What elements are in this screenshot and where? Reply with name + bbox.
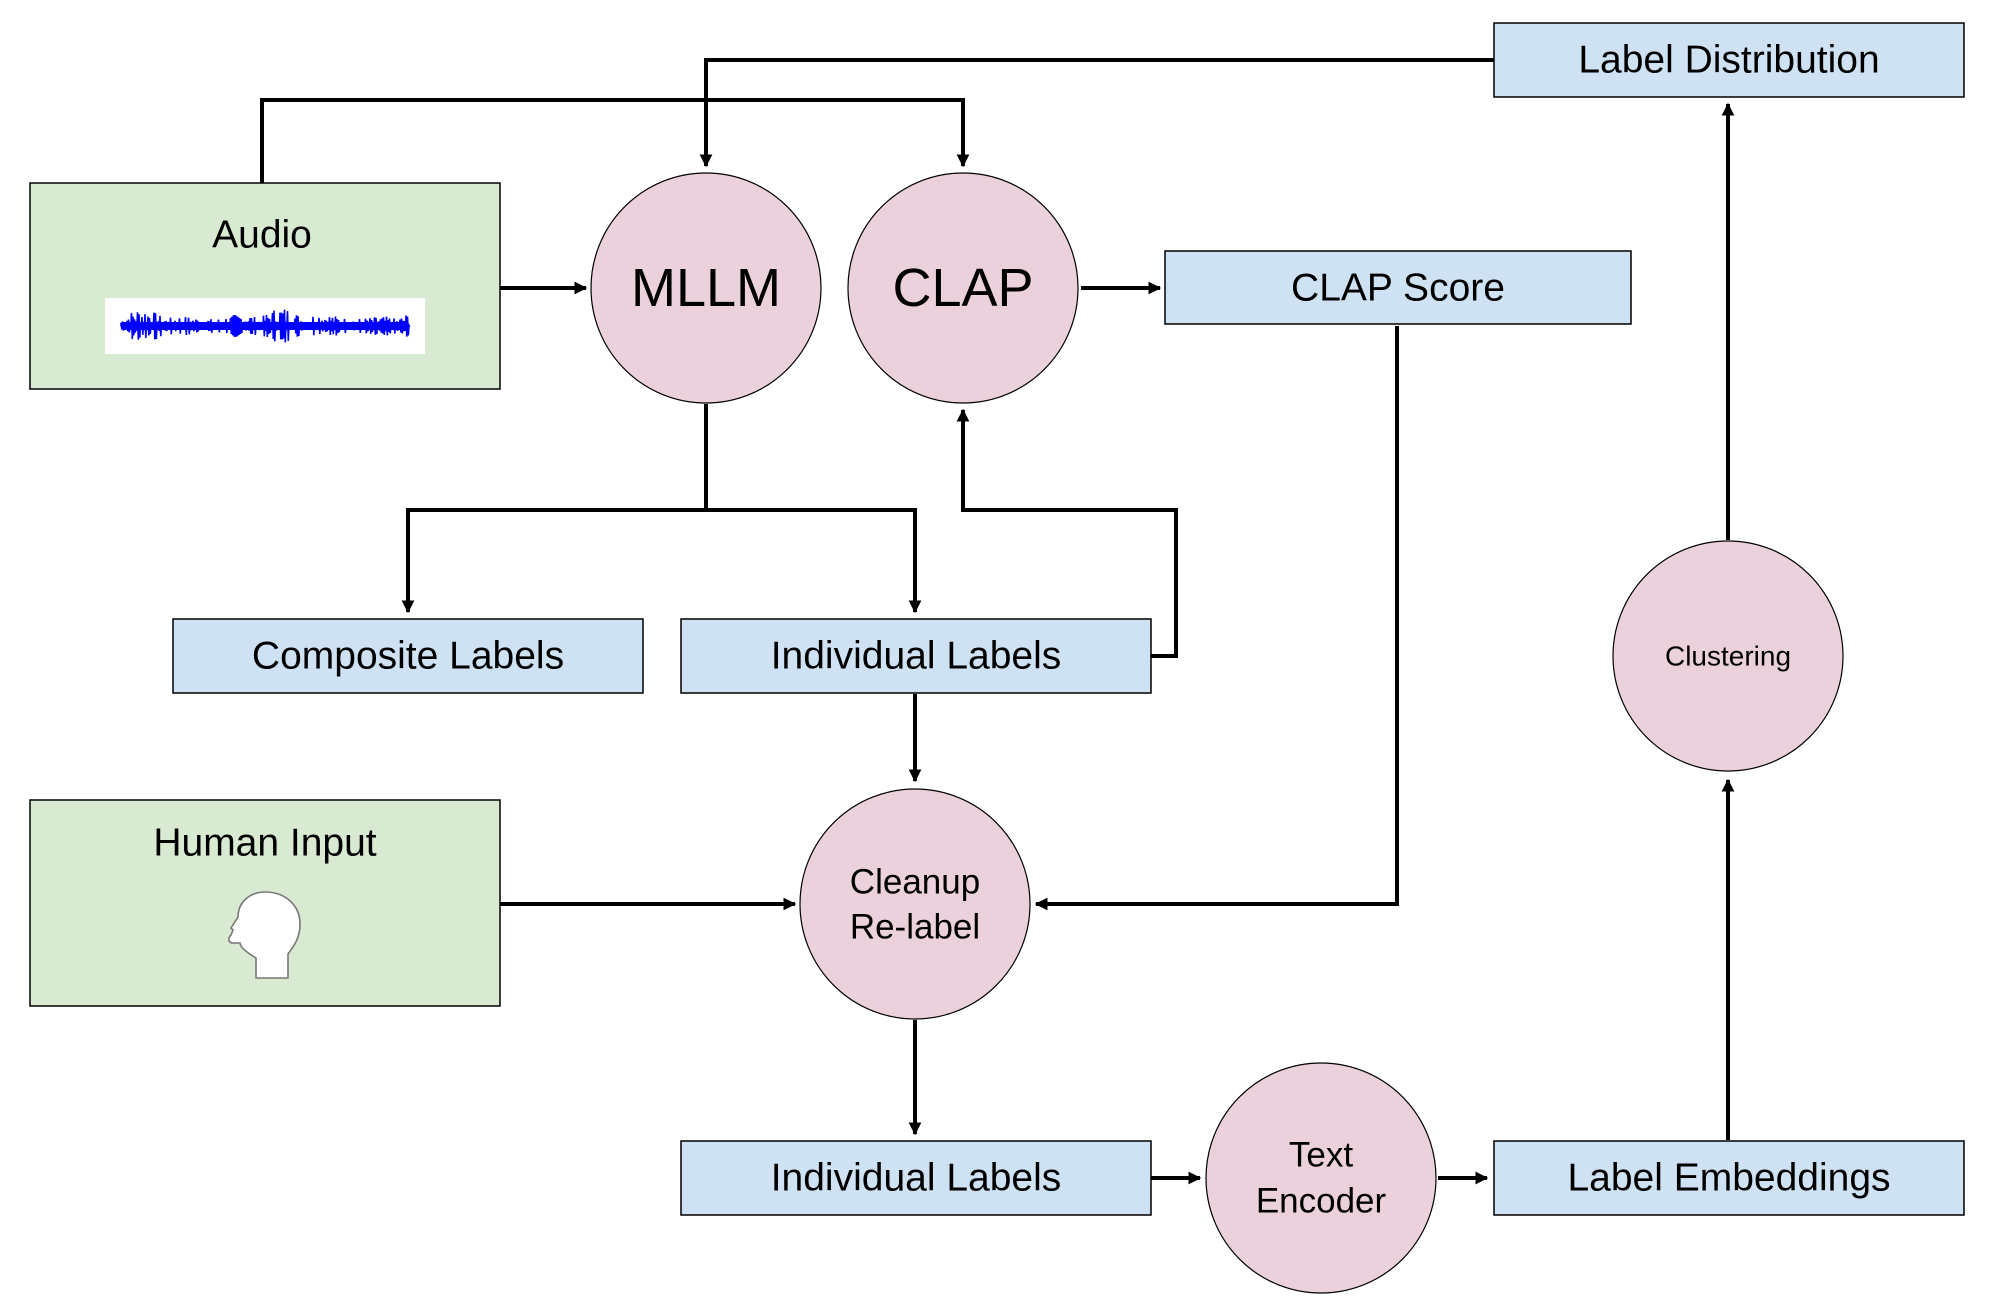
edge-score-to-cleanup bbox=[1034, 326, 1399, 911]
audio-label: Audio bbox=[212, 214, 312, 257]
edge-mllm-to-composite bbox=[401, 404, 708, 614]
composite-labels-box: Composite Labels bbox=[172, 618, 644, 694]
edge-audio-to-clap bbox=[260, 98, 970, 183]
individual-labels-top-label: Individual Labels bbox=[771, 635, 1062, 678]
human-head-icon bbox=[228, 891, 301, 979]
text-encoder-label-line2: Encoder bbox=[1256, 1182, 1387, 1221]
mllm-node: MLLM bbox=[590, 172, 822, 404]
text-encoder-node: Text Encoder bbox=[1205, 1062, 1437, 1294]
edge-distribution-to-mllm bbox=[699, 58, 1494, 168]
clustering-node: Clustering bbox=[1612, 540, 1844, 772]
label-distribution-label: Label Distribution bbox=[1578, 39, 1879, 82]
cleanup-node: Cleanup Re-label bbox=[799, 788, 1031, 1020]
clap-score-label: CLAP Score bbox=[1291, 267, 1505, 310]
label-embeddings-box: Label Embeddings bbox=[1493, 1140, 1965, 1216]
text-encoder-label-line1: Text bbox=[1289, 1136, 1353, 1175]
composite-labels-label: Composite Labels bbox=[252, 635, 564, 678]
individual-labels-bottom-box: Individual Labels bbox=[680, 1140, 1152, 1216]
cleanup-label-line2: Re-label bbox=[850, 908, 980, 947]
clap-node: CLAP bbox=[847, 172, 1079, 404]
human-input-label: Human Input bbox=[153, 822, 376, 865]
clap-label: CLAP bbox=[892, 258, 1033, 318]
individual-labels-bottom-label: Individual Labels bbox=[771, 1157, 1062, 1200]
clustering-label: Clustering bbox=[1665, 641, 1791, 672]
cleanup-label-line1: Cleanup bbox=[850, 863, 980, 902]
mllm-label: MLLM bbox=[631, 258, 781, 318]
label-embeddings-label: Label Embeddings bbox=[1567, 1157, 1890, 1200]
edges bbox=[260, 58, 1735, 1185]
edge-individual-to-clap bbox=[956, 408, 1178, 658]
audio-waveform-icon bbox=[105, 298, 425, 354]
individual-labels-top-box: Individual Labels bbox=[680, 618, 1152, 694]
human-input-box: Human Input bbox=[29, 799, 501, 1007]
clap-score-box: CLAP Score bbox=[1164, 250, 1632, 325]
edge-mllm-to-individual bbox=[706, 508, 922, 614]
label-distribution-box: Label Distribution bbox=[1493, 22, 1965, 98]
audio-box: Audio bbox=[29, 182, 501, 390]
